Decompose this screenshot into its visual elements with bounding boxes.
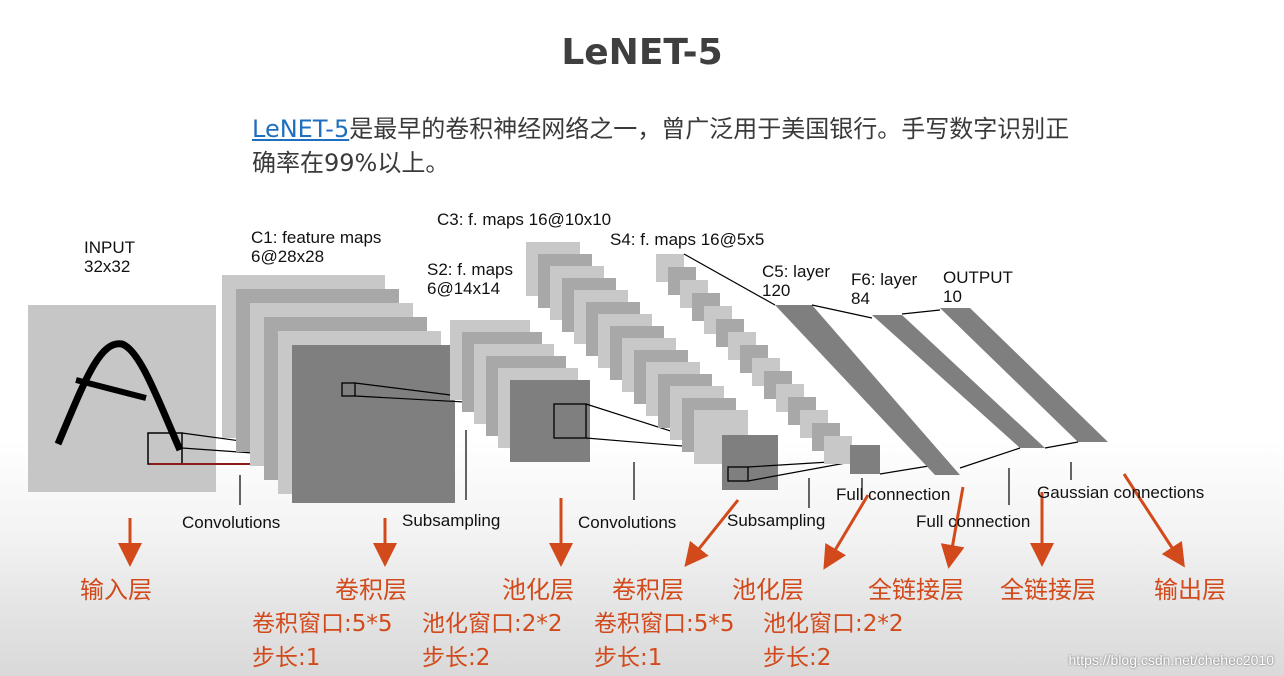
arrow-pool2-icon xyxy=(823,494,870,570)
annotation-input-layer: 输入层 xyxy=(80,576,152,604)
c5-layer xyxy=(775,305,960,475)
annotation-arrows xyxy=(118,473,1185,570)
label-c3: C3: f. maps 16@10x10 xyxy=(437,210,612,229)
label-output: OUTPUT 10 xyxy=(943,268,1013,306)
output-layer xyxy=(940,308,1108,442)
label-s2: S2: f. maps 6@14x14 xyxy=(427,260,513,298)
label-convolutions-2: Convolutions xyxy=(578,513,677,532)
annotation-pool-layer-1: 池化层 xyxy=(502,576,574,604)
annotation-conv-detail-2: 卷积窗口:5*5 步长:1 xyxy=(594,611,735,671)
annotation-conv-layer-2: 卷积层 xyxy=(612,576,684,604)
label-f6: F6: layer 84 xyxy=(851,270,918,308)
annotation-conv-detail-1: 卷积窗口:5*5 步长:1 xyxy=(252,611,393,671)
watermark: https://blog.csdn.net/chehec2010 xyxy=(1068,652,1274,668)
annotation-pool-detail-2: 池化窗口:2*2 步长:2 xyxy=(763,611,904,671)
arrow-output-icon xyxy=(1122,473,1185,568)
annotation-pool-detail-1: 池化窗口:2*2 步长:2 xyxy=(422,611,563,671)
annotation-fc-layer-2: 全链接层 xyxy=(1000,576,1096,604)
lenet-link[interactable]: LeNET-5 xyxy=(252,115,350,143)
annotation-output-layer: 输出层 xyxy=(1154,576,1226,604)
arrow-fc1-icon xyxy=(940,486,965,569)
annotation-pool-layer-2: 池化层 xyxy=(732,576,804,604)
label-s4: S4: f. maps 16@5x5 xyxy=(610,230,765,249)
arrow-conv2-icon xyxy=(684,499,740,568)
label-c5: C5: layer 120 xyxy=(762,262,831,300)
page-title: LeNET-5 xyxy=(561,32,723,73)
label-input: INPUT 32x32 xyxy=(84,238,135,276)
label-gaussian: Gaussian connections xyxy=(1037,483,1205,502)
f6-layer xyxy=(872,315,1045,448)
c1-feature-maps xyxy=(222,275,455,503)
label-full-connection-2: Full connection xyxy=(916,512,1031,531)
label-full-connection-1: Full connection xyxy=(836,485,951,504)
s2-feature-maps xyxy=(450,320,590,462)
intro-paragraph: LeNET-5是最早的卷积神经网络之一，曾广泛用于美国银行。手写数字识别正确率在… xyxy=(252,112,1072,180)
annotation-fc-layer-1: 全链接层 xyxy=(868,576,964,604)
label-convolutions-1: Convolutions xyxy=(182,513,281,532)
c3-feature-maps xyxy=(526,242,778,490)
handwritten-a-crossbar xyxy=(75,377,147,401)
handwritten-a-stroke xyxy=(54,340,184,452)
label-c1: C1: feature maps 6@28x28 xyxy=(251,228,382,266)
s4-feature-maps xyxy=(656,254,880,474)
intro-text: 是最早的卷积神经网络之一，曾广泛用于美国银行。手写数字识别正确率在99%以上。 xyxy=(252,115,1070,177)
annotation-conv-layer-1: 卷积层 xyxy=(335,576,407,604)
label-subsampling-2: Subsampling xyxy=(727,511,826,530)
label-subsampling-1: Subsampling xyxy=(402,511,501,530)
input-image xyxy=(28,305,216,492)
